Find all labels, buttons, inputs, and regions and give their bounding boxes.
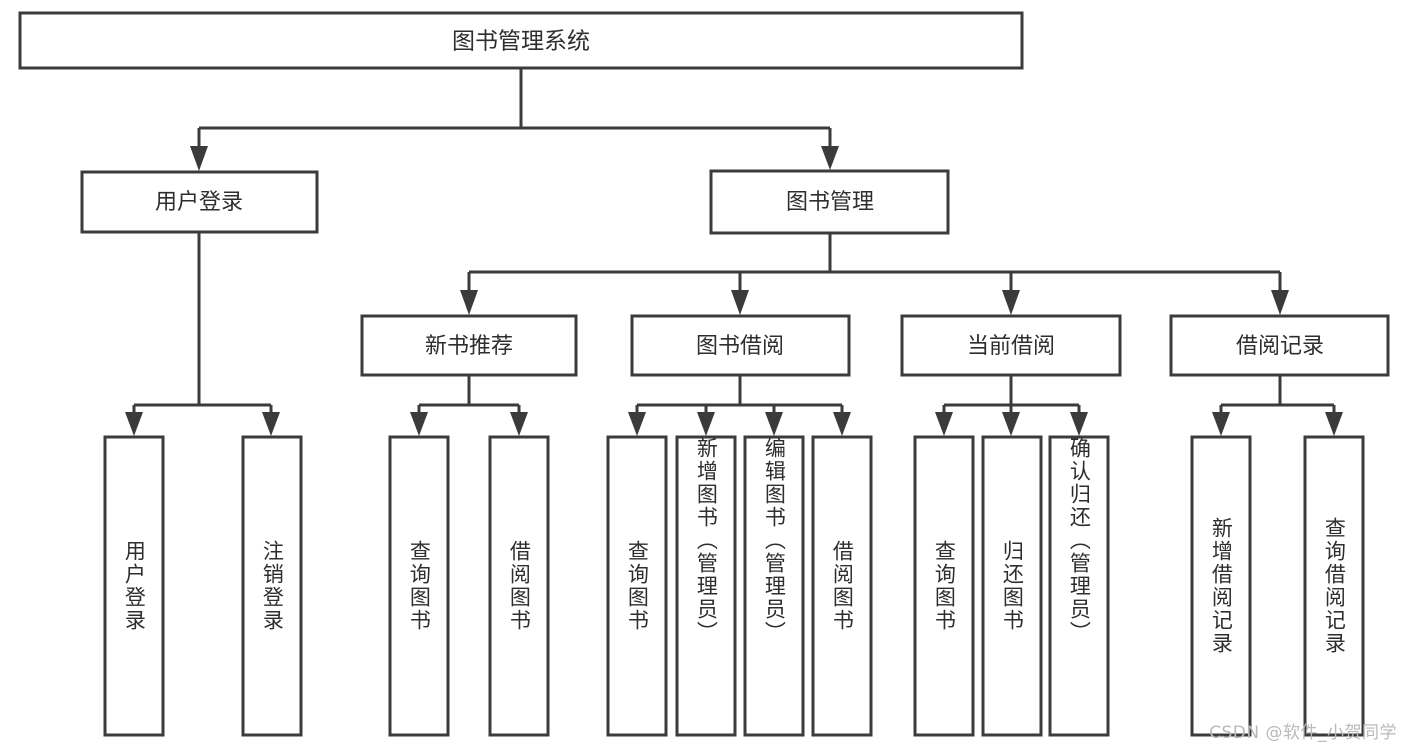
connector-newbook-to-leaves bbox=[410, 375, 528, 436]
leaf-box-new-book-1[interactable] bbox=[388, 435, 450, 737]
leaf-boxes-borrow-record bbox=[1190, 435, 1365, 737]
node-current-borrow[interactable]: 当前借阅 bbox=[900, 314, 1122, 377]
leaf-box-current-borrow-3[interactable] bbox=[1048, 435, 1110, 737]
connector-borrowrecord-to-leaves bbox=[1212, 375, 1343, 436]
leaf-box-user-login-2[interactable] bbox=[241, 435, 303, 737]
arrow-head-bb-leaf-3 bbox=[765, 412, 783, 436]
arrow-head-nb-leaf-2 bbox=[510, 412, 528, 436]
arrow-head-bb-leaf-1 bbox=[628, 412, 646, 436]
leaf-box-book-borrow-3[interactable] bbox=[743, 435, 805, 737]
node-user-login-label: 用户登录 bbox=[155, 190, 243, 215]
connector-bookborrow-to-leaves bbox=[628, 375, 851, 436]
node-new-book-recommend[interactable]: 新书推荐 bbox=[360, 314, 578, 377]
node-book-manage[interactable]: 图书管理 bbox=[709, 169, 950, 235]
connector-userlogin-to-leaves bbox=[125, 232, 280, 436]
leaf-boxes-book-borrow bbox=[606, 435, 873, 737]
node-root-system[interactable]: 图书管理系统 bbox=[18, 11, 1024, 70]
leaf-box-new-book-2[interactable] bbox=[488, 435, 550, 737]
arrow-head-bb-leaf-4 bbox=[833, 412, 851, 436]
connector-bookmanage-to-level3 bbox=[460, 233, 1289, 315]
arrow-head-bb-leaf-2 bbox=[697, 412, 715, 436]
leaf-box-book-borrow-1[interactable] bbox=[606, 435, 668, 737]
leaf-boxes-current-borrow bbox=[913, 435, 1110, 737]
node-borrow-record-box[interactable] bbox=[1169, 314, 1390, 377]
node-current-borrow-box[interactable] bbox=[900, 314, 1122, 377]
leaf-box-current-borrow-1[interactable] bbox=[913, 435, 975, 737]
node-book-borrow[interactable]: 图书借阅 bbox=[630, 314, 851, 377]
arrow-head-to-user-login bbox=[190, 146, 208, 171]
leaf-box-book-borrow-2[interactable] bbox=[675, 435, 737, 737]
node-user-login-box[interactable] bbox=[80, 170, 319, 234]
leaf-box-book-borrow-4[interactable] bbox=[811, 435, 873, 737]
arrow-head-to-borrow-record bbox=[1271, 290, 1289, 315]
watermark-text: CSDN @软件_小贺同学 bbox=[1209, 723, 1397, 743]
node-root-label: 图书管理系统 bbox=[452, 29, 590, 55]
arrow-head-nb-leaf-1 bbox=[410, 412, 428, 436]
arrow-head-br-leaf-1 bbox=[1212, 412, 1230, 436]
arrow-head-cb-leaf-3 bbox=[1070, 412, 1088, 436]
node-new-book-recommend-box[interactable] bbox=[360, 314, 578, 377]
leaf-box-borrow-record-2[interactable] bbox=[1303, 435, 1365, 737]
arrow-head-to-book-manage bbox=[821, 146, 839, 170]
leaf-box-current-borrow-2[interactable] bbox=[981, 435, 1043, 737]
arrow-head-to-current-borrow bbox=[1002, 290, 1020, 315]
node-book-borrow-box[interactable] bbox=[630, 314, 851, 377]
leaf-boxes-user-login bbox=[103, 435, 303, 737]
node-borrow-record-label: 借阅记录 bbox=[1236, 334, 1324, 359]
node-user-login[interactable]: 用户登录 bbox=[80, 170, 319, 234]
arrow-head-leaf-user-login bbox=[125, 412, 143, 436]
node-borrow-record[interactable]: 借阅记录 bbox=[1169, 314, 1390, 377]
arrow-head-cb-leaf-2 bbox=[1002, 412, 1020, 436]
leaf-box-user-login-1[interactable] bbox=[103, 435, 165, 737]
arrow-head-br-leaf-2 bbox=[1325, 412, 1343, 436]
connector-currentborrow-to-leaves bbox=[935, 375, 1088, 436]
leaf-boxes-new-book bbox=[388, 435, 550, 737]
node-book-borrow-label: 图书借阅 bbox=[696, 334, 784, 359]
arrow-head-to-book-borrow bbox=[731, 290, 749, 315]
leaf-box-borrow-record-1[interactable] bbox=[1190, 435, 1252, 737]
arrow-head-leaf-logout bbox=[262, 412, 280, 436]
node-book-manage-box[interactable] bbox=[709, 169, 950, 235]
arrow-head-cb-leaf-1 bbox=[935, 412, 953, 436]
node-root-box[interactable] bbox=[18, 11, 1024, 70]
node-book-manage-label: 图书管理 bbox=[786, 190, 874, 215]
connector-root-to-level2 bbox=[190, 68, 839, 171]
node-new-book-recommend-label: 新书推荐 bbox=[425, 334, 513, 359]
arrow-head-to-new-book bbox=[460, 290, 478, 315]
node-current-borrow-label: 当前借阅 bbox=[967, 334, 1055, 359]
